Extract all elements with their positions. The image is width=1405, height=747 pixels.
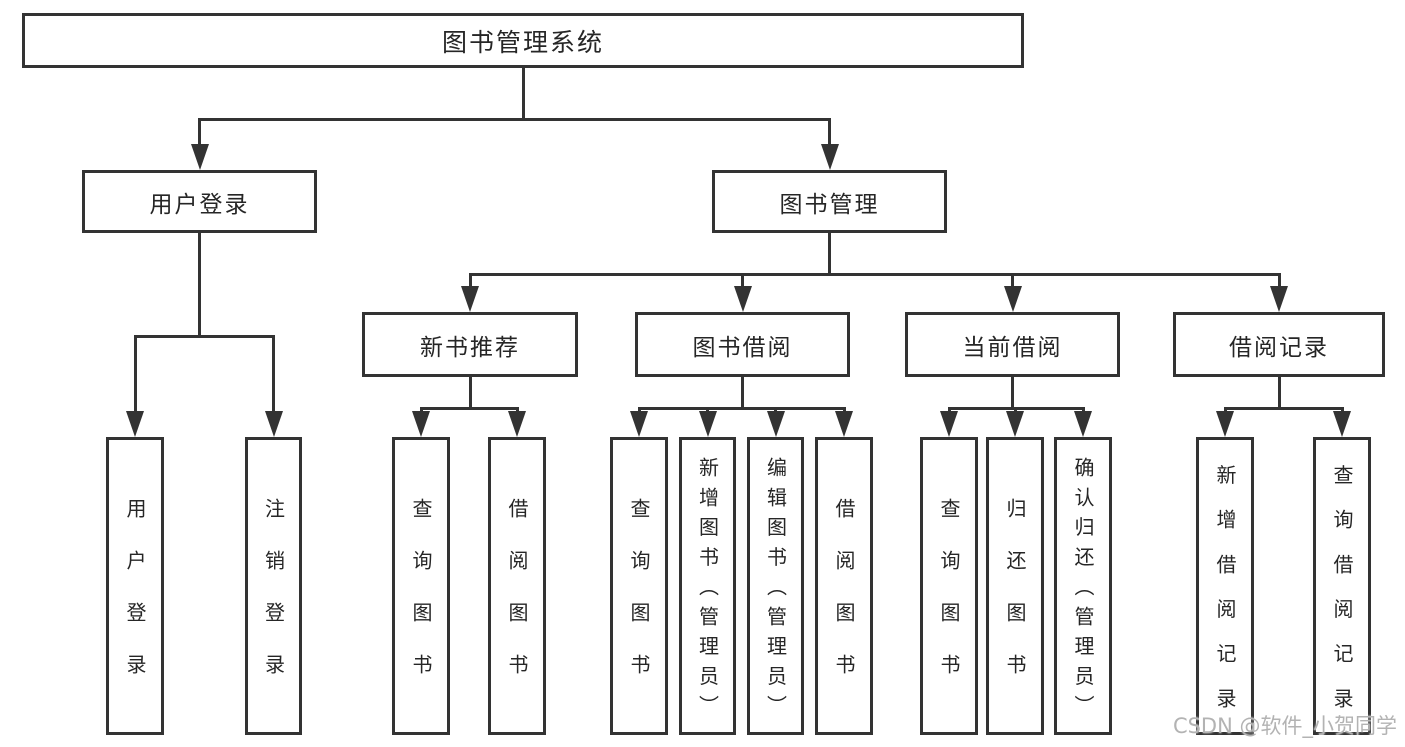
node-leaf-edit-books-admin: 编辑图书（管理员） bbox=[747, 437, 804, 735]
node-current-borrowing: 当前借阅 bbox=[905, 312, 1120, 377]
arrowhead-down-icon bbox=[126, 411, 144, 437]
arrowhead-down-icon bbox=[1074, 411, 1092, 437]
arrowhead-down-icon bbox=[766, 411, 785, 437]
edge-drop-book-management-module bbox=[828, 118, 831, 144]
node-label-leaf-query-books-current: 查询图书 bbox=[937, 498, 961, 706]
node-label-leaf-add-borrow-record: 新增借阅记录 bbox=[1213, 464, 1237, 733]
arrowhead-down-icon bbox=[820, 144, 839, 170]
node-leaf-user-login: 用户登录 bbox=[106, 437, 164, 735]
edge-stem-borrowing-records bbox=[1277, 377, 1281, 410]
arrowhead-down-icon bbox=[461, 286, 479, 312]
edge-drop-borrowing-records bbox=[1277, 273, 1281, 286]
edge-stem-book-borrowing bbox=[741, 377, 744, 410]
node-label-new-book-recommend: 新书推荐 bbox=[420, 334, 520, 361]
node-label-leaf-query-borrow-record: 查询借阅记录 bbox=[1330, 464, 1354, 733]
arrowhead-down-icon bbox=[190, 144, 209, 170]
node-label-leaf-borrow-books: 借阅图书 bbox=[832, 498, 856, 706]
node-leaf-confirm-return-admin: 确认归还（管理员） bbox=[1054, 437, 1112, 735]
arrowhead-down-icon bbox=[1333, 411, 1351, 437]
edge-drop-leaf-user-login bbox=[133, 335, 137, 411]
node-label-user-login-module: 用户登录 bbox=[149, 191, 250, 218]
node-borrowing-records: 借阅记录 bbox=[1173, 312, 1385, 377]
edge-bus-new-book-recommend bbox=[419, 407, 519, 410]
node-label-book-borrowing: 图书借阅 bbox=[692, 334, 793, 361]
arrowhead-down-icon bbox=[1006, 411, 1024, 437]
edge-drop-leaf-confirm-return-admin bbox=[1081, 407, 1085, 411]
node-label-leaf-user-login: 用户登录 bbox=[123, 498, 147, 706]
node-leaf-borrow-books: 借阅图书 bbox=[815, 437, 873, 735]
node-new-book-recommend: 新书推荐 bbox=[362, 312, 578, 377]
edge-drop-new-book-recommend bbox=[468, 273, 472, 286]
node-label-borrowing-records: 借阅记录 bbox=[1229, 334, 1329, 361]
node-label-leaf-return-books: 归还图书 bbox=[1003, 498, 1027, 706]
node-label-library-management-system: 图书管理系统 bbox=[441, 27, 604, 57]
arrowhead-down-icon bbox=[835, 411, 853, 437]
edge-drop-leaf-add-books-admin bbox=[706, 407, 709, 411]
edge-drop-leaf-logout bbox=[272, 335, 275, 411]
node-library-management-system: 图书管理系统 bbox=[22, 13, 1024, 68]
node-label-leaf-borrow-books-recommend: 借阅图书 bbox=[505, 498, 529, 706]
node-leaf-query-books-borrowing: 查询图书 bbox=[610, 437, 668, 735]
node-leaf-logout: 注销登录 bbox=[245, 437, 302, 735]
node-label-leaf-confirm-return-admin: 确认归还（管理员） bbox=[1071, 456, 1095, 725]
node-leaf-query-borrow-record: 查询借阅记录 bbox=[1313, 437, 1371, 735]
edge-drop-leaf-edit-books-admin bbox=[774, 407, 777, 411]
node-leaf-borrow-books-recommend: 借阅图书 bbox=[488, 437, 546, 735]
node-leaf-add-borrow-record: 新增借阅记录 bbox=[1196, 437, 1254, 735]
edge-drop-user-login-module bbox=[198, 118, 201, 144]
node-label-leaf-logout: 注销登录 bbox=[261, 498, 286, 706]
arrowhead-down-icon bbox=[1003, 286, 1022, 312]
node-book-management-module: 图书管理 bbox=[712, 170, 947, 233]
edge-drop-leaf-add-borrow-record bbox=[1223, 407, 1227, 411]
node-label-leaf-edit-books-admin: 编辑图书（管理员） bbox=[763, 456, 788, 725]
arrowhead-down-icon bbox=[264, 411, 283, 437]
edge-bus-borrowing-records bbox=[1223, 407, 1344, 410]
csdn-watermark: CSDN @软件_小贺同学 bbox=[1172, 714, 1397, 738]
arrowhead-down-icon bbox=[733, 286, 752, 312]
edge-stem-user-login-module bbox=[198, 233, 201, 338]
node-leaf-add-books-admin: 新增图书（管理员） bbox=[679, 437, 736, 735]
node-leaf-return-books: 归还图书 bbox=[986, 437, 1044, 735]
edge-bus-book-borrowing bbox=[637, 407, 846, 410]
arrowhead-down-icon bbox=[1270, 286, 1288, 312]
node-book-borrowing: 图书借阅 bbox=[635, 312, 850, 377]
node-label-leaf-query-books-borrowing: 查询图书 bbox=[627, 498, 651, 706]
edge-bus-library-management-system bbox=[198, 118, 831, 121]
node-label-book-management-module: 图书管理 bbox=[779, 191, 880, 218]
edge-drop-leaf-borrow-books-recommend bbox=[515, 407, 519, 411]
edge-drop-book-borrowing bbox=[741, 273, 744, 286]
arrowhead-down-icon bbox=[508, 411, 526, 437]
edge-stem-library-management-system bbox=[521, 68, 525, 121]
edge-stem-book-management-module bbox=[828, 233, 831, 276]
edge-bus-book-management-module bbox=[468, 273, 1281, 276]
edge-drop-leaf-query-books-recommend bbox=[419, 407, 423, 411]
node-label-leaf-add-books-admin: 新增图书（管理员） bbox=[695, 456, 720, 725]
node-leaf-query-books-current: 查询图书 bbox=[920, 437, 978, 735]
node-label-leaf-query-books-recommend: 查询图书 bbox=[409, 498, 433, 706]
arrowhead-down-icon bbox=[1216, 411, 1234, 437]
edge-drop-leaf-query-books-borrowing bbox=[637, 407, 641, 411]
edge-drop-leaf-return-books bbox=[1013, 407, 1017, 411]
arrowhead-down-icon bbox=[698, 411, 717, 437]
edge-bus-user-login-module bbox=[133, 335, 275, 338]
edge-drop-current-borrowing bbox=[1011, 273, 1014, 286]
edge-stem-current-borrowing bbox=[1011, 377, 1014, 410]
arrowhead-down-icon bbox=[940, 411, 958, 437]
arrowhead-down-icon bbox=[630, 411, 648, 437]
edge-stem-new-book-recommend bbox=[468, 377, 472, 410]
arrowhead-down-icon bbox=[412, 411, 430, 437]
edge-drop-leaf-borrow-books bbox=[842, 407, 846, 411]
edge-drop-leaf-query-borrow-record bbox=[1340, 407, 1344, 411]
edge-drop-leaf-query-books-current bbox=[947, 407, 951, 411]
node-leaf-query-books-recommend: 查询图书 bbox=[392, 437, 450, 735]
node-user-login-module: 用户登录 bbox=[82, 170, 317, 233]
node-label-current-borrowing: 当前借阅 bbox=[962, 334, 1063, 361]
